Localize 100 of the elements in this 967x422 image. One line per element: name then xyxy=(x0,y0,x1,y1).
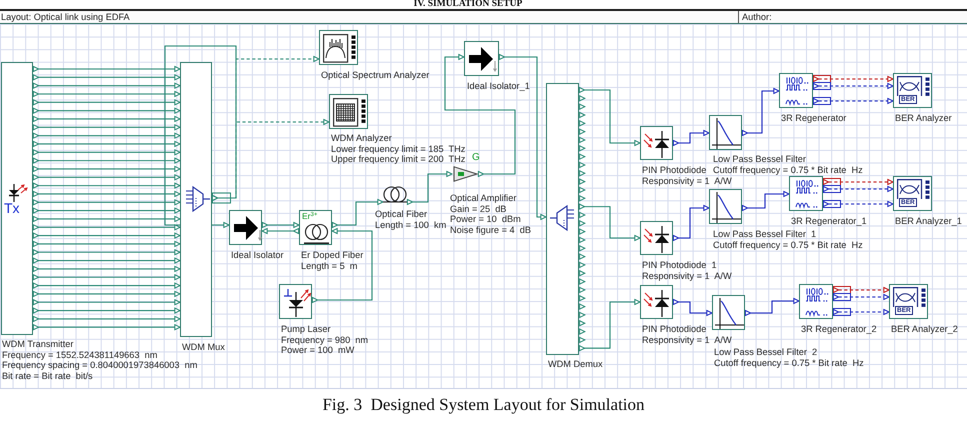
connector xyxy=(498,54,546,220)
component-name: Low Pass Bessel Filter 1 xyxy=(713,229,816,240)
connector xyxy=(32,224,180,230)
connector xyxy=(32,132,180,139)
connector xyxy=(32,258,180,264)
parameter-text: Cutoff frequency = 0.75 * Bit rate Hz xyxy=(714,358,864,368)
component-name: Er Doped Fiber xyxy=(301,250,364,261)
component-name: PIN Photodiode 1 xyxy=(642,260,717,271)
dashed-connector xyxy=(832,294,890,300)
parameter-text: Length = 5 m xyxy=(301,260,358,272)
connector xyxy=(32,282,180,289)
connector xyxy=(32,166,180,172)
connector xyxy=(32,116,180,122)
parameter-text: Length = 100 km xyxy=(375,220,446,230)
connector xyxy=(32,324,180,330)
dashed-connector xyxy=(822,179,894,185)
parameter-text: Power = 10 dBm xyxy=(450,214,521,226)
component-name: Optical Amplifier xyxy=(450,193,516,204)
connector xyxy=(32,190,180,197)
connector xyxy=(578,204,640,241)
component-name: BER Analyzer xyxy=(895,113,952,124)
connector xyxy=(32,240,180,247)
dashed-connector xyxy=(812,98,894,104)
component-name: WDM Transmitter xyxy=(2,339,74,350)
dashed-connector xyxy=(832,287,890,293)
connector xyxy=(32,266,180,272)
author-label: Author: xyxy=(738,11,772,23)
connector xyxy=(32,91,180,97)
component-name: Pump Laser xyxy=(281,324,331,335)
parameter-text: Bit rate = Bit rate bit/s xyxy=(2,371,93,382)
dashed-connector xyxy=(822,186,894,192)
component-name: WDM Mux xyxy=(182,342,225,353)
component-name: WDM Analyzer xyxy=(331,133,392,144)
connector xyxy=(32,99,180,106)
connector xyxy=(32,232,180,239)
connector xyxy=(32,308,180,314)
component-name: PIN Photodiode xyxy=(642,324,706,335)
dashed-connector xyxy=(812,83,894,89)
connector xyxy=(32,66,180,72)
connector xyxy=(32,299,180,306)
connector xyxy=(164,45,237,228)
component-name: BER Analyzer_2 xyxy=(891,324,958,335)
component-name: Low Pass Bessel Filter 2 xyxy=(714,347,818,358)
parameter-text: Frequency = 1552.524381149663 nm xyxy=(2,350,158,360)
tx-label: Tx xyxy=(4,201,20,215)
connector xyxy=(262,222,300,228)
gain-port-label: G xyxy=(472,153,480,163)
connector xyxy=(672,205,710,241)
connector xyxy=(32,124,180,130)
parameter-text: Frequency spacing = 0.8040001973846003 nm xyxy=(2,360,198,372)
component-name: Optical Spectrum Analyzer xyxy=(321,70,430,81)
connector xyxy=(32,249,180,256)
connector xyxy=(32,199,180,206)
connector xyxy=(742,88,780,136)
connector xyxy=(406,171,452,205)
parameter-text: Responsivity = 1 A/W xyxy=(642,270,732,282)
parameter-text: Cutoff frequency = 0.75 * Bit rate Hz xyxy=(713,164,863,176)
connector xyxy=(578,87,640,146)
connector xyxy=(32,182,180,189)
connector xyxy=(672,130,710,146)
parameter-text: Power = 100 mW xyxy=(281,345,354,356)
dashed-connector xyxy=(822,201,894,207)
component-name: 3R Regenerator xyxy=(781,113,846,124)
connector xyxy=(32,174,180,180)
component-name: 3R Regenerator_2 xyxy=(801,324,877,335)
parameter-text: Responsivity = 1 A/W xyxy=(642,176,732,186)
connector xyxy=(312,228,373,303)
connector xyxy=(578,299,640,352)
connector xyxy=(32,216,180,222)
connector xyxy=(32,149,180,156)
component-name: WDM Demux xyxy=(548,359,603,370)
connector xyxy=(32,74,180,80)
connector xyxy=(32,316,180,322)
parameter-text: Noise figure = 4 dB xyxy=(450,225,531,236)
connector xyxy=(262,228,300,234)
parameter-text: Lower frequency limit = 185 THz xyxy=(331,144,466,154)
parameter-text: Gain = 25 dB xyxy=(450,204,506,214)
component-name: Ideal Isolator_1 xyxy=(467,81,530,92)
dashed-connector xyxy=(832,309,890,315)
connector xyxy=(332,199,384,228)
component-name: BER Analyzer_1 xyxy=(895,216,962,227)
connector xyxy=(32,158,180,164)
component-name: 3R Regenerator_1 xyxy=(791,216,867,227)
component-name: Low Pass Bessel Filter xyxy=(713,154,806,165)
section-heading: IV. SIMULATION SETUP xyxy=(414,0,522,9)
figure-caption: Fig. 3 Designed System Layout for Simulation xyxy=(322,395,645,415)
layout-title: Layout: Optical link using EDFA xyxy=(1,11,130,23)
connector xyxy=(672,299,712,316)
connector xyxy=(744,298,800,316)
parameter-text: Cutoff frequency = 0.75 * Bit rate Hz xyxy=(713,240,863,250)
connector xyxy=(32,290,180,297)
connector xyxy=(32,208,180,214)
dashed-connector xyxy=(812,76,894,82)
connector xyxy=(32,274,180,280)
connector xyxy=(742,191,790,211)
component-name: Optical Fiber xyxy=(375,209,428,220)
connector xyxy=(32,108,180,114)
connector xyxy=(444,54,516,177)
connector xyxy=(32,82,180,89)
component-name: Ideal Isolator xyxy=(231,250,284,261)
